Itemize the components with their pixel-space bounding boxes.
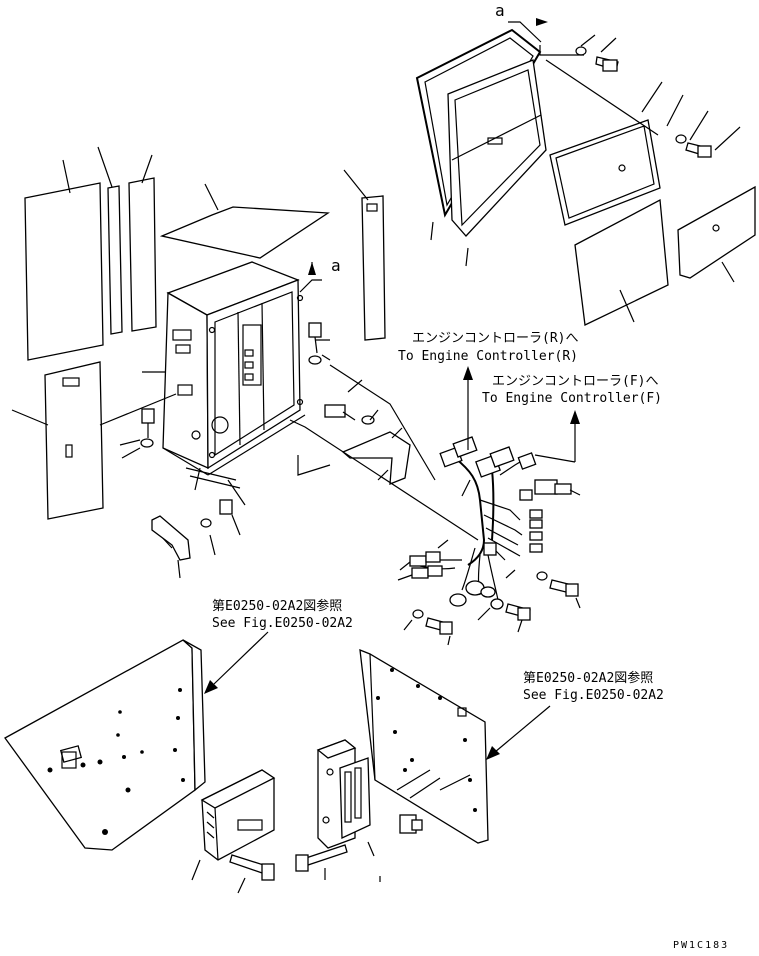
callout-controller-f: エンジンコントローラ(F)へ To Engine Controller(F) [482, 374, 662, 406]
bottom-right-panel [359, 648, 489, 844]
inner-cover-plate [549, 119, 661, 226]
view-marker-box: a [331, 256, 341, 275]
resistor-unit [191, 769, 276, 894]
bottom-left-panel [4, 639, 206, 851]
top-cover-assembly: a [415, 1, 756, 326]
bolt [595, 56, 712, 158]
connectors-upper [439, 436, 581, 553]
cover-plate [447, 59, 547, 237]
controller-leaders [297, 366, 580, 476]
callout-ref-right-en: See Fig.E0250-02A2 [523, 688, 664, 703]
gasket-panel-lower [574, 198, 669, 326]
left-side-panels [11, 146, 386, 549]
callout-ref-left-en: See Fig.E0250-02A2 [212, 616, 353, 631]
callout-ref-right: 第E0250-02A2図参照 See Fig.E0250-02A2 [486, 670, 664, 760]
top-plate [159, 206, 330, 259]
connectors-lower [397, 539, 516, 621]
view-marker-top: a [495, 1, 505, 20]
callout-controller-r-jp: エンジンコントローラ(R)へ [412, 331, 578, 346]
bracket-left [151, 467, 246, 579]
face-plate [44, 361, 104, 520]
drawing-code: PW1C183 [673, 940, 729, 951]
gasket-strip [107, 177, 157, 335]
callout-ref-left: 第E0250-02A2図参照 See Fig.E0250-02A2 [204, 598, 353, 694]
box-bolts [99, 322, 331, 459]
rear-panel [361, 195, 386, 341]
callout-ref-left-jp: 第E0250-02A2図参照 [212, 598, 342, 614]
callout-controller-r-en: To Engine Controller(R) [398, 349, 578, 364]
callout-ref-right-jp: 第E0250-02A2図参照 [523, 670, 653, 686]
side-panel [24, 182, 104, 361]
gasket-panel-right [677, 185, 756, 279]
ecu-module [295, 739, 381, 882]
callout-controller-r: エンジンコントローラ(R)へ To Engine Controller(R) [398, 331, 578, 364]
callout-controller-f-jp: エンジンコントローラ(F)へ [492, 374, 658, 389]
harness-bolts [403, 571, 581, 646]
callout-controller-f-en: To Engine Controller(F) [482, 391, 662, 406]
controller-box: a [162, 256, 341, 476]
bracket-right [324, 379, 411, 485]
wire-harness [289, 364, 523, 601]
